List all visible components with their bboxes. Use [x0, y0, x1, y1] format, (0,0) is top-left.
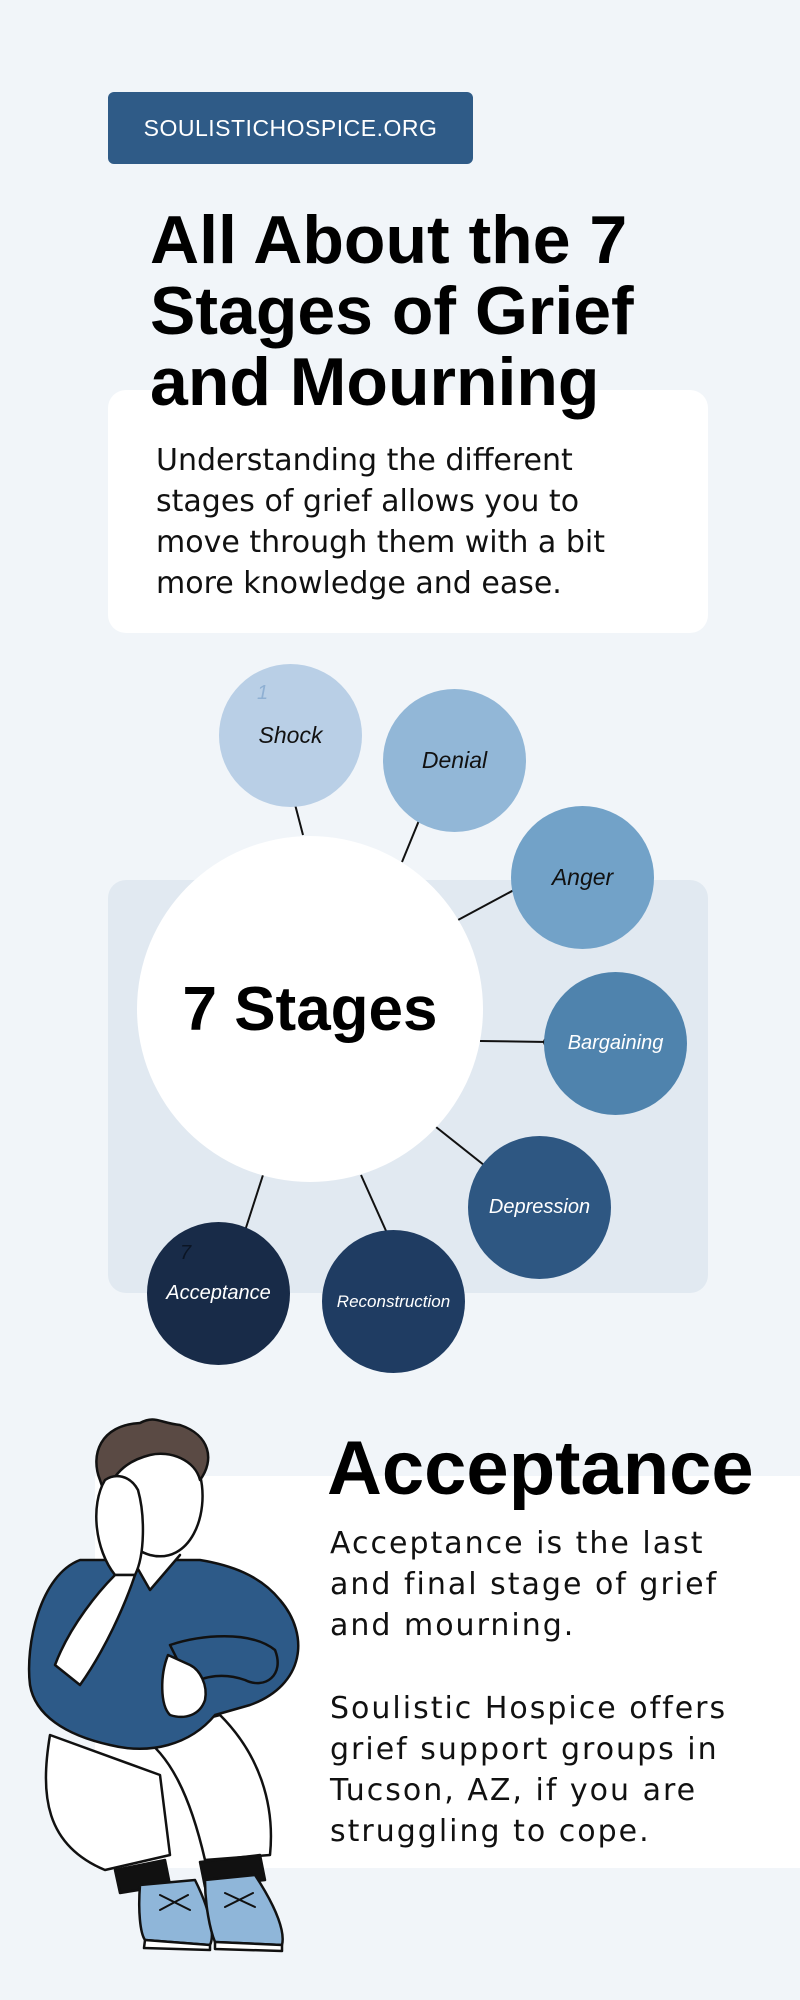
- acceptance-heading: Acceptance: [327, 1426, 754, 1511]
- stage-circle-depression: Depression: [468, 1136, 611, 1279]
- stage-circle-denial: Denial: [383, 689, 526, 832]
- acceptance-paragraph-2: Soulistic Hospice offers grief support g…: [330, 1691, 728, 1849]
- intro-text: Understanding the different stages of gr…: [156, 443, 605, 601]
- stage-circle-bargaining: Bargaining: [544, 972, 687, 1115]
- site-url-badge: SOULISTICHOSPICE.ORG: [108, 92, 473, 164]
- stage-label-depression: Depression: [488, 1196, 591, 1218]
- stage-label-acceptance: Acceptance: [166, 1282, 271, 1304]
- grieving-person-illustration: [27, 1418, 300, 1953]
- stage-label-bargaining: Bargaining: [567, 1032, 664, 1054]
- center-circle: 7 Stages: [137, 836, 483, 1182]
- center-label: 7 Stages: [182, 974, 438, 1044]
- stage-label-reconstruction: Reconstruction: [336, 1291, 451, 1311]
- stage-circle-anger: Anger: [511, 806, 654, 949]
- stage-label-denial: Denial: [421, 747, 488, 773]
- stage-label-anger: Anger: [551, 864, 614, 890]
- acceptance-paragraph-1: Acceptance is the last and final stage o…: [330, 1526, 719, 1643]
- connector-bargaining: [479, 1040, 549, 1043]
- stage-circle-reconstruction: Reconstruction: [322, 1230, 465, 1373]
- page-title: All About the 7 Stages of Grief and Mour…: [150, 202, 634, 420]
- stage-circle-shock: 1 Shock: [219, 664, 362, 807]
- stage-label-shock: Shock: [258, 722, 323, 748]
- stage-number-first: 1: [257, 682, 269, 704]
- stage-circle-acceptance: 7 Acceptance: [147, 1222, 290, 1365]
- intro-card: [108, 390, 708, 633]
- stage-number-last: 7: [180, 1242, 192, 1264]
